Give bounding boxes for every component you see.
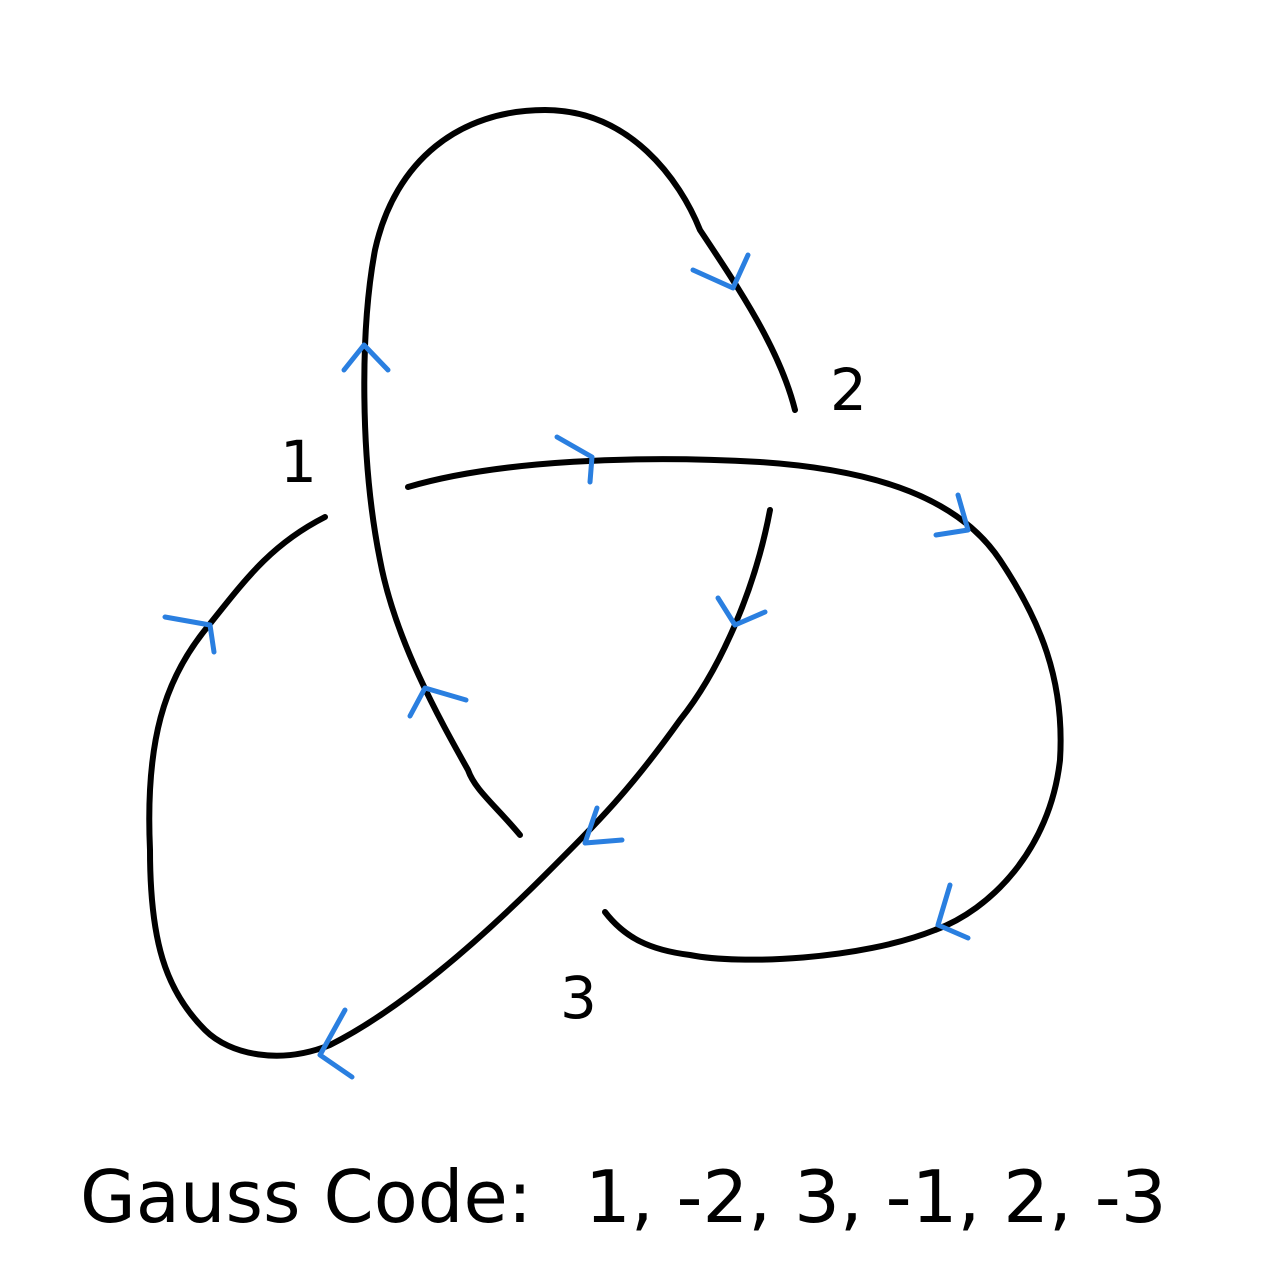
arrow-chevron-icon bbox=[582, 805, 625, 846]
arrow-chevron-icon bbox=[407, 685, 469, 719]
arrow-chevron-icon bbox=[341, 342, 391, 373]
arrow-chevron-icon bbox=[715, 595, 768, 628]
arrow-chevron-icon bbox=[935, 882, 971, 941]
arrow-chevron-icon bbox=[554, 434, 595, 485]
crossing-label-2: 2 bbox=[830, 356, 867, 424]
gauss-code-prefix: Gauss Code: bbox=[80, 1155, 532, 1239]
arrow-chevron-icon bbox=[690, 252, 751, 291]
knot-strands bbox=[146, 107, 1064, 1059]
arrow-chevron-icon bbox=[933, 492, 971, 538]
arrow-chevron-icon bbox=[162, 614, 217, 655]
crossing-label-1: 1 bbox=[280, 428, 317, 496]
gauss-code-caption: Gauss Code: 1, -2, 3, -1, 2, -3 bbox=[80, 1155, 1167, 1239]
strand-top-lobe bbox=[361, 107, 798, 838]
crossing-label-3: 3 bbox=[560, 964, 597, 1032]
arrow-chevron-icon bbox=[317, 1007, 355, 1080]
gauss-code-sequence: 1, -2, 3, -1, 2, -3 bbox=[585, 1155, 1167, 1239]
strand-left-lobe bbox=[146, 507, 773, 1059]
strand-right-lobe bbox=[405, 456, 1064, 963]
orientation-arrows bbox=[162, 252, 971, 1080]
